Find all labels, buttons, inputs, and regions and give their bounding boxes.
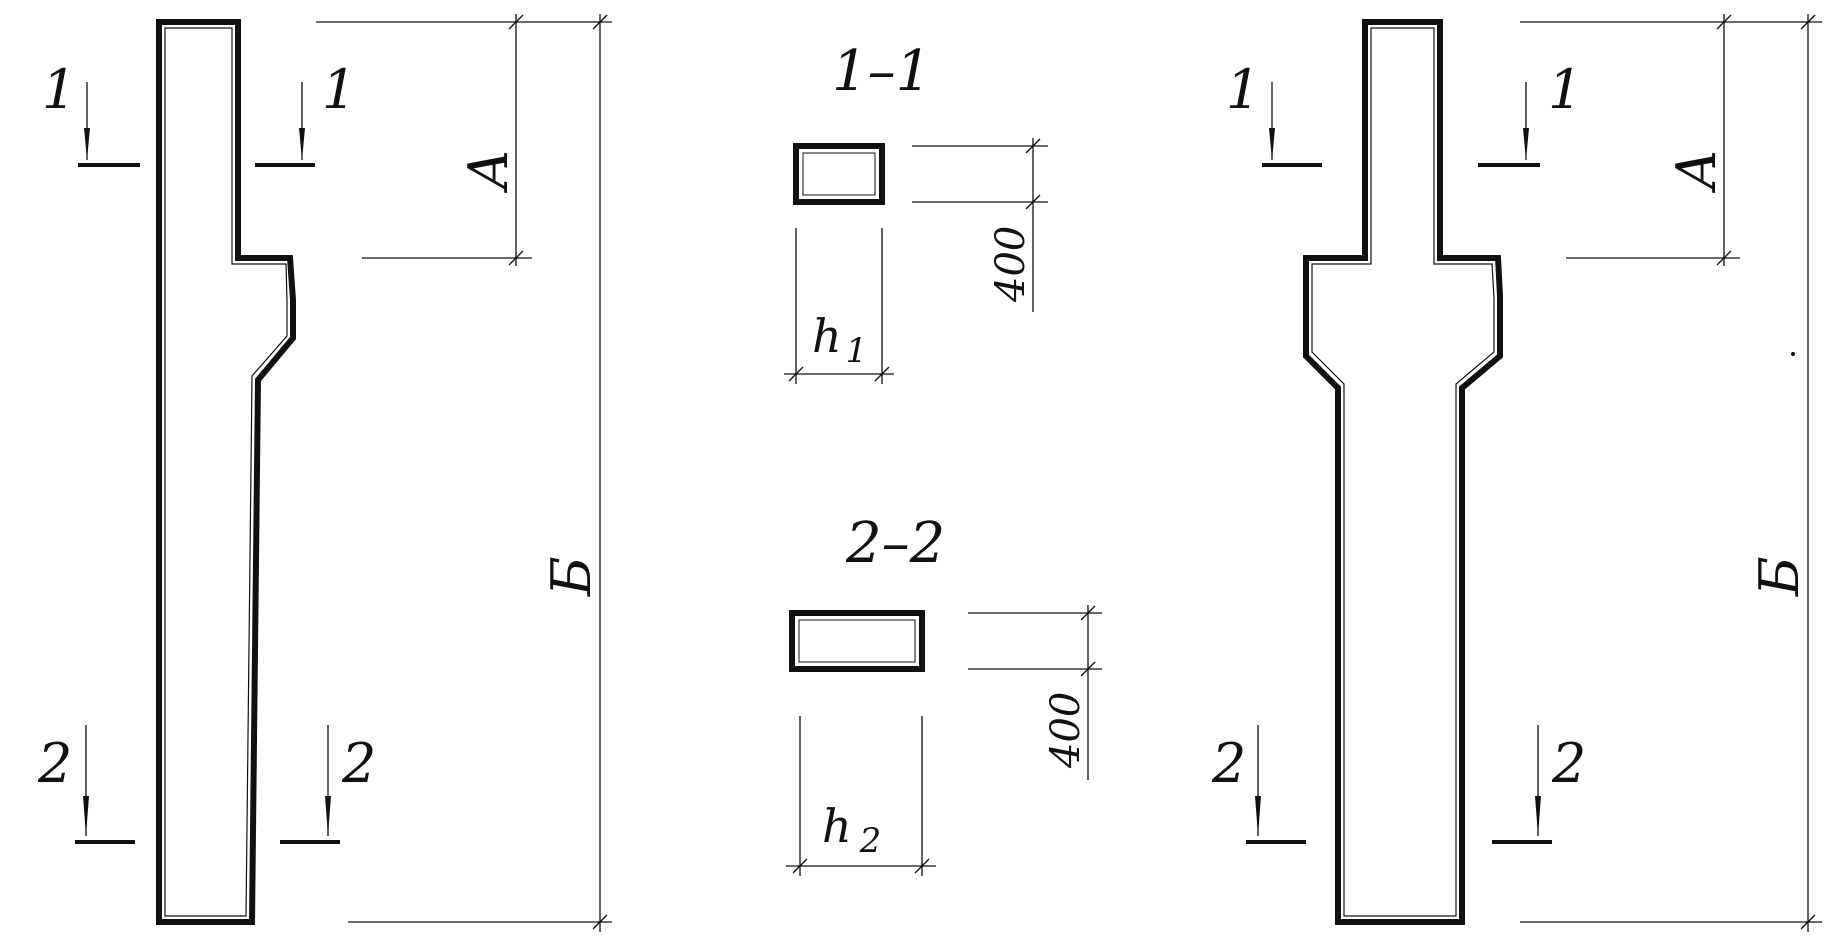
section-2-2-dim-tick-top [1080,605,1096,621]
right-dim-a-tick-bottom [1716,250,1732,266]
section-1-1-profile-inner [802,152,876,196]
left-section-1-label-left: 1 [42,58,76,121]
section-2-2-dim-400: 400 [1043,692,1089,769]
left-column-outline [156,19,296,925]
right-column: 1 1 2 2 А Б [1211,14,1822,932]
left-cut-2-arrowhead-left [83,796,89,836]
right-cut-1-arrowhead-left [1269,128,1275,160]
section-2-2-profile [789,610,925,672]
left-section-2-label-right: 2 [341,732,376,795]
section-1-1-dim-tick-bottom [1025,194,1041,210]
left-section-1-label-right: 1 [322,58,356,121]
right-dim-a-label: А [1665,149,1728,194]
section-2-2-profile-inner [798,619,916,663]
right-section-1-label-left: 1 [1226,58,1260,121]
right-dim-b-tick-bottom [1800,914,1816,930]
section-2-2-dim-tick-bottom [1080,661,1096,677]
right-cut-1-arrowhead-right [1523,128,1529,160]
left-section-2-label-left: 2 [37,732,72,795]
left-dim-b-tick-top [592,14,608,30]
left-dim-a-tick-bottom [508,250,524,266]
right-column-outline [1303,19,1503,925]
section-1-1-h-tick-left [788,366,804,382]
left-dim-b-label: Б [540,556,603,597]
left-dim-b-tick-bottom [592,914,608,930]
section-1-1-h-tick-right [874,366,890,382]
right-dim-a-tick-top [1716,14,1732,30]
left-dim-a-label: А [457,149,520,194]
left-column-inner-line [164,27,288,917]
right-cut-2-arrowhead-right [1535,796,1541,836]
section-2-2-h-tick-left [792,858,808,874]
section-1-1-dim-tick-top [1025,138,1041,154]
section-1-1-title: 1–1 [832,39,931,104]
right-dim-b-label: Б [1748,556,1811,597]
right-section-2-label-right: 2 [1551,732,1586,795]
left-cut-1-arrowhead-right [299,128,305,160]
section-1-1-dim-400: 400 [988,226,1034,303]
right-dim-b-tick-top [1800,14,1816,30]
section-2-2-h-tick-right [914,858,930,874]
left-cut-2-arrowhead-right [325,796,331,836]
left-dim-a-tick-top [508,14,524,30]
right-cut-2-arrowhead-left [1255,796,1261,836]
section-1-1-profile [793,143,885,205]
right-section-1-label-right: 1 [1548,58,1582,121]
right-column-inner-line [1311,27,1495,917]
section-2-2-title: 2–2 [845,511,945,576]
right-section-2-label-left: 2 [1211,732,1246,795]
stray-dot [1791,352,1795,356]
left-column: 1 1 2 2 А Б [37,14,612,932]
left-cut-1-arrowhead-left [84,128,90,160]
